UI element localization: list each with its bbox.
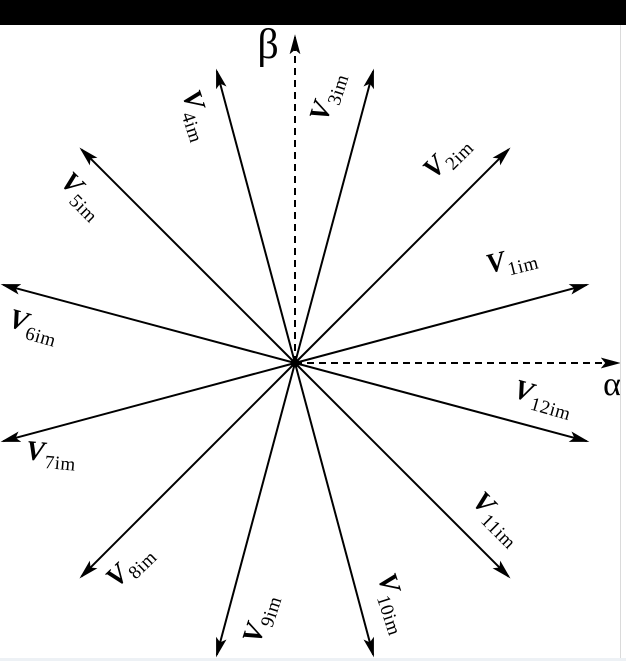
vector-arrow-v8im	[79, 362, 296, 579]
vector-arrow-v10im	[294, 362, 375, 658]
vector-arrow-v3im	[294, 68, 375, 364]
top-black-bar	[0, 0, 626, 25]
vector-arrow-v2im	[294, 147, 511, 364]
origin-dot	[290, 358, 300, 368]
vector-arrow-v5im	[79, 147, 296, 364]
vector-arrow-v7im	[0, 362, 296, 443]
vector-subscript: 7im	[43, 452, 77, 476]
vector-arrow-v4im	[215, 68, 296, 364]
alpha-axis-label: α	[603, 366, 621, 403]
vector-arrow-v11im	[294, 362, 511, 579]
voltage-vectors	[0, 68, 590, 658]
vector-label-v7im: V7im	[24, 435, 77, 476]
vector-arrow-v12im	[294, 362, 590, 443]
beta-axis-label: β	[257, 22, 279, 69]
vector-symbol: V	[24, 435, 46, 468]
bottom-edge-line	[0, 658, 626, 661]
vector-arrow-v9im	[215, 362, 296, 658]
vector-arrow-v1im	[294, 283, 590, 364]
vector-arrow-v6im	[0, 283, 296, 364]
alpha-beta-axes	[289, 34, 621, 369]
right-edge-line	[620, 25, 621, 661]
